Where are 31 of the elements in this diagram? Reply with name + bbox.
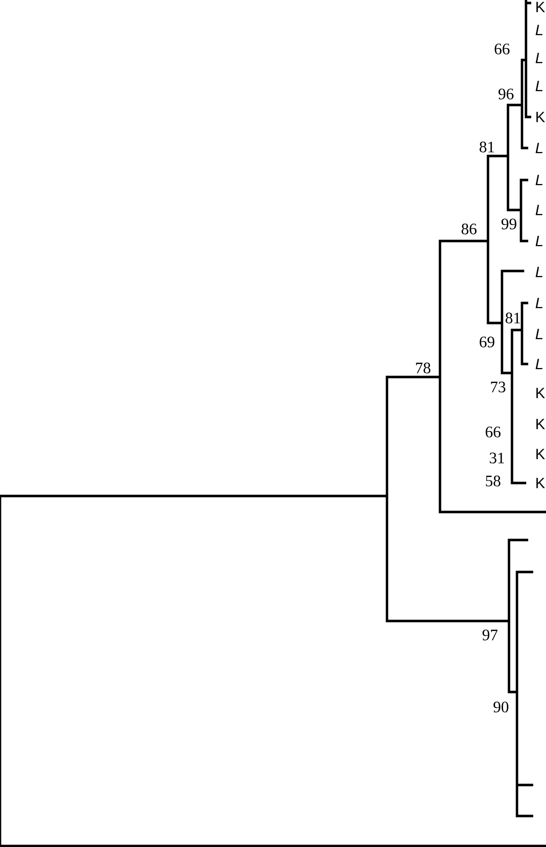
taxon-label: L [536,358,542,370]
taxon-label: K [536,388,545,398]
bootstrap-value: 66 [494,44,510,54]
bootstrap-value: 86 [462,224,476,234]
bootstrap-value: 31 [490,452,504,464]
bootstrap-value: 97 [482,630,498,640]
taxon-label: K [536,2,545,12]
bootstrap-value: 78 [416,362,430,374]
taxon-label: K [536,418,545,430]
bootstrap-value: 90 [494,702,508,712]
taxon-label: L [536,52,542,64]
bootstrap-value: 99 [502,218,516,230]
taxon-label: L [536,204,542,216]
bootstrap-value: 96 [498,88,514,100]
taxon-label: L [536,298,542,308]
taxon-label: L [536,174,542,186]
bootstrap-value: 81 [480,142,494,152]
bootstrap-value: 81 [506,312,520,324]
bootstrap-value: 66 [486,426,500,438]
bootstrap-value: 58 [486,476,500,486]
taxon-label: L [536,328,542,340]
taxon-label: K [536,112,545,122]
taxon-label: L [536,24,542,36]
taxon-label: K [536,478,545,488]
taxon-label: L [536,266,542,278]
taxon-label: K [536,448,545,460]
taxon-label: L [536,236,542,246]
taxon-label: L [536,142,542,154]
bootstrap-value: 69 [480,336,494,348]
taxon-label: L [536,80,542,92]
bootstrap-value: 73 [491,382,506,392]
